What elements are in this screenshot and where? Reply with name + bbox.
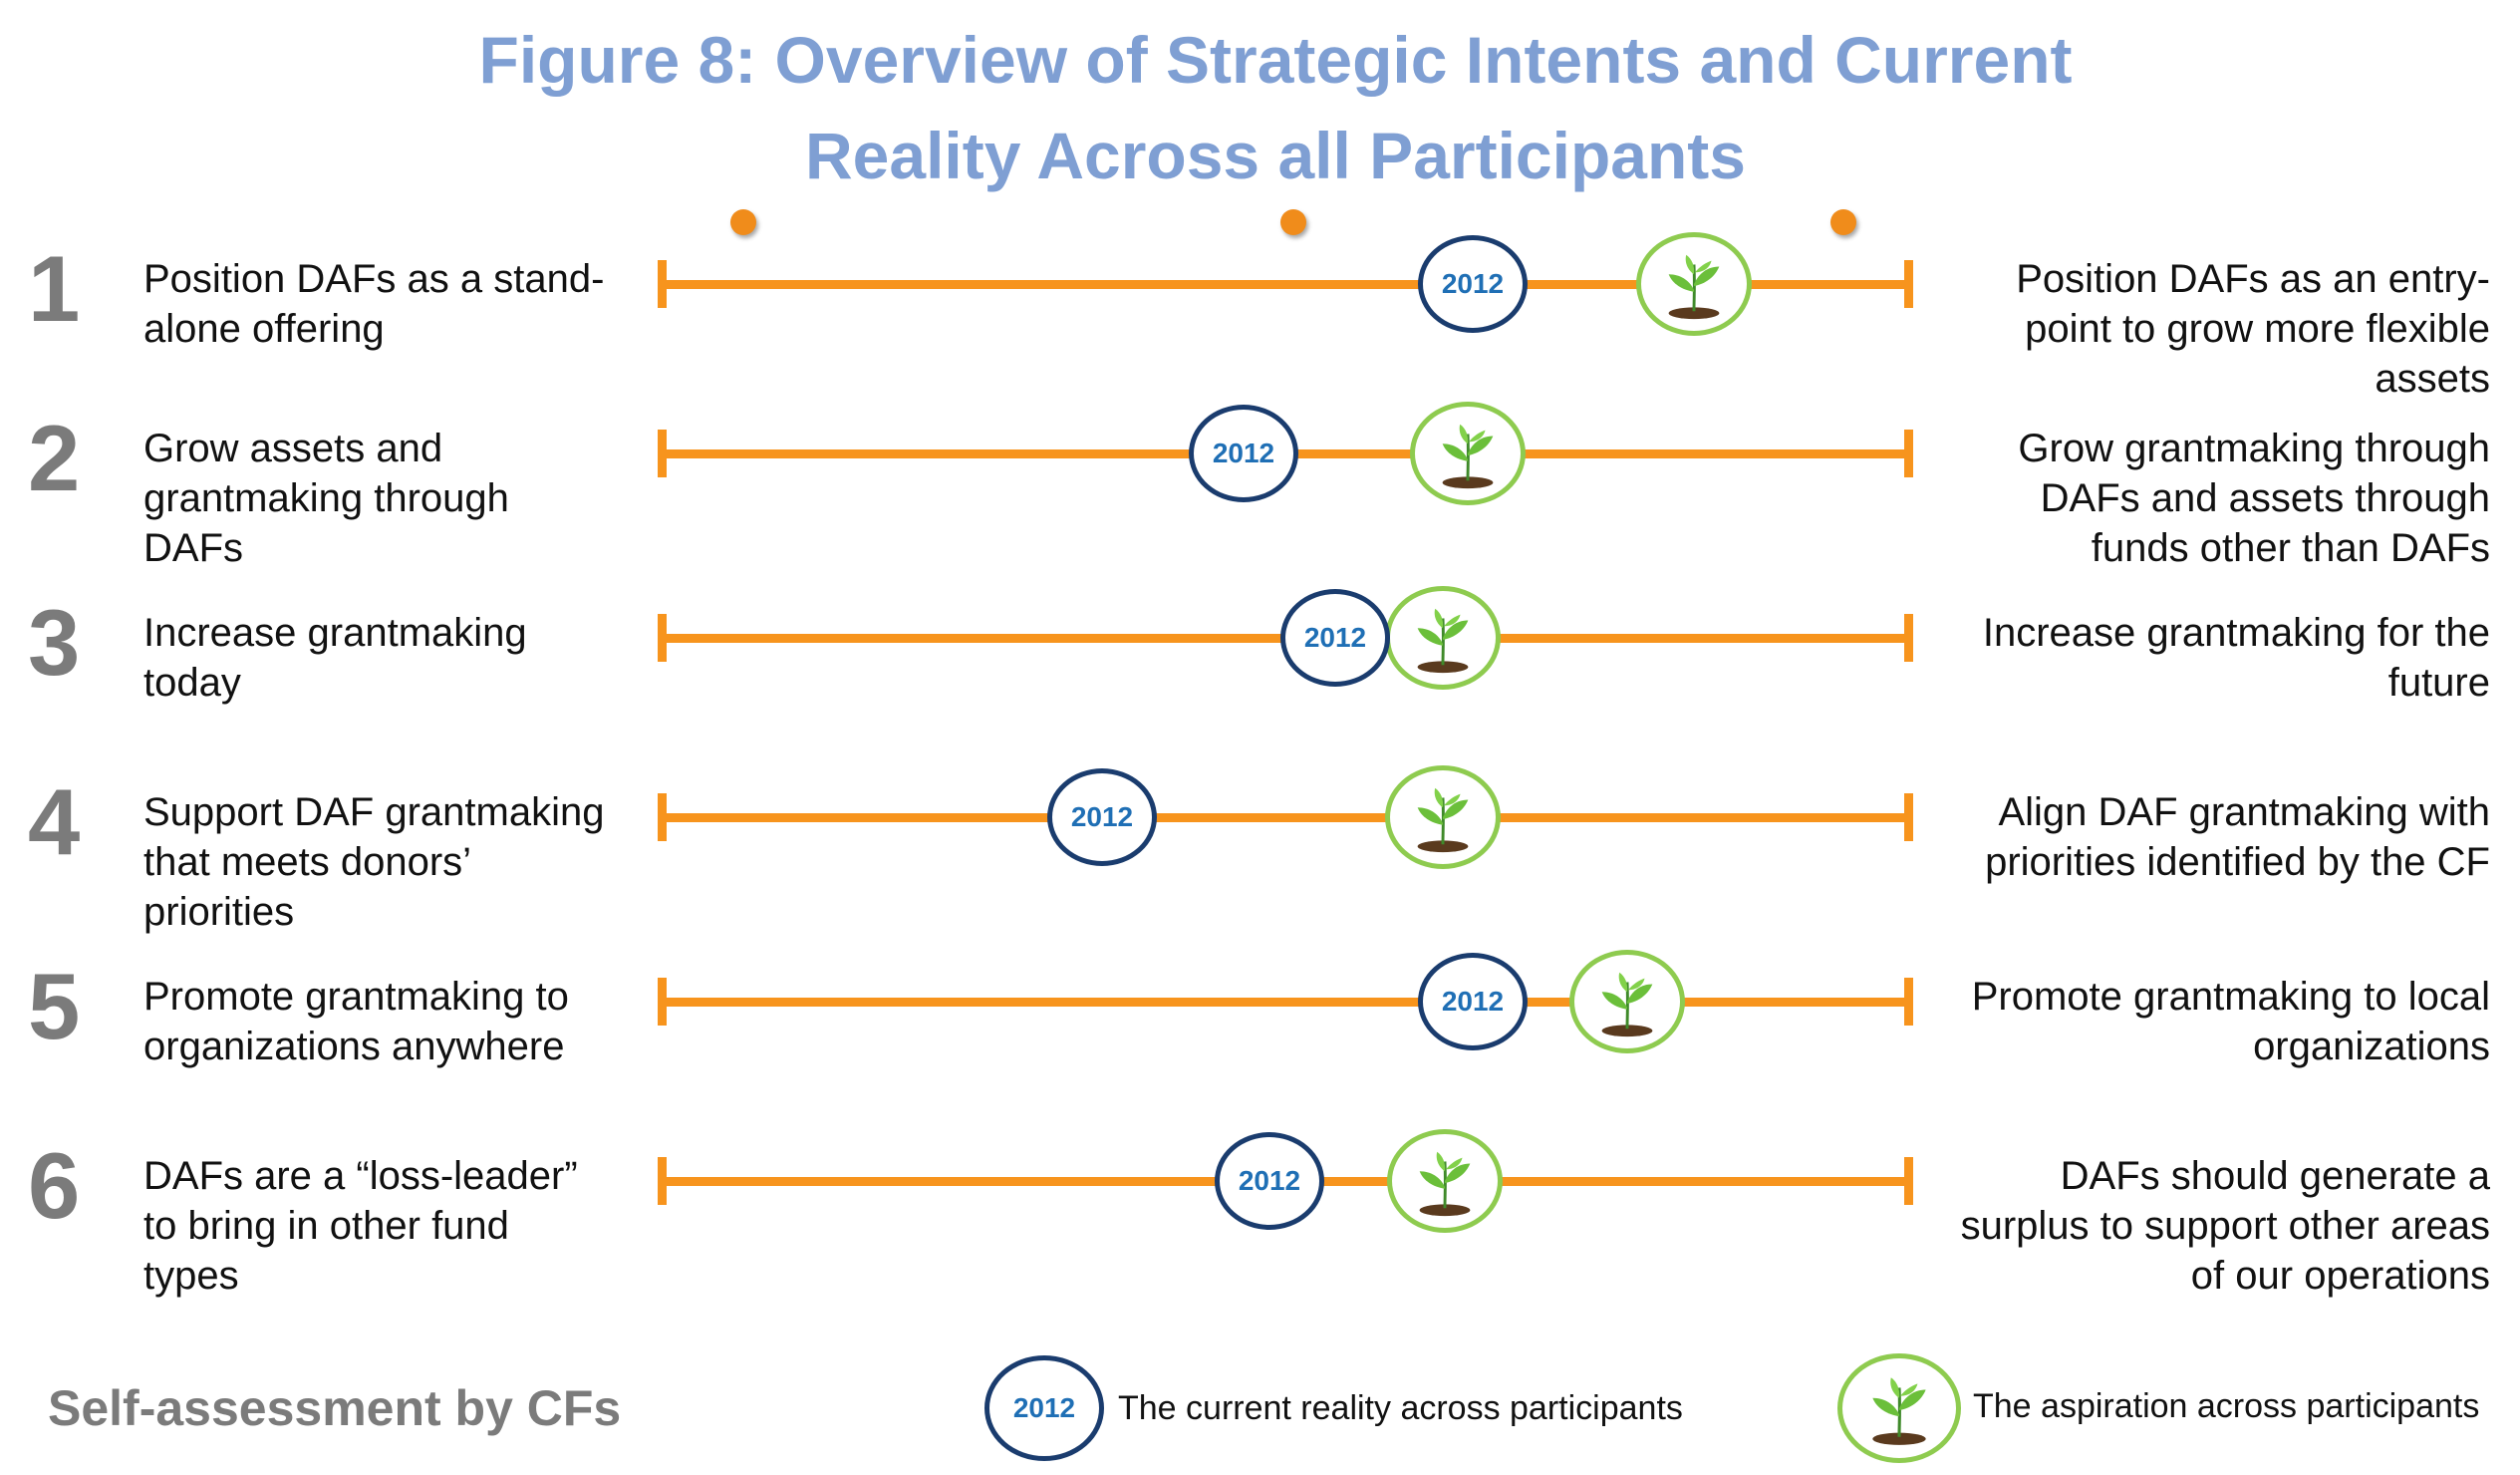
seedling-icon <box>1417 787 1469 853</box>
right-intent-line: DAFs and assets through <box>2040 476 2490 520</box>
left-intent-line: DAFs <box>143 526 243 570</box>
seedling-icon <box>1442 424 1494 489</box>
track-cap-right <box>1904 430 1913 477</box>
aspiration-marker <box>1387 1129 1503 1233</box>
right-intent-line: assets <box>2375 357 2490 401</box>
footer-note: Self-assessment by CFs <box>48 1380 622 1436</box>
left-intent: Position DAFs as a stand- alone offering <box>143 254 652 354</box>
figure-title: Figure 8: Overview of Strategic Intents … <box>0 12 2520 203</box>
right-intent-line: funds other than DAFs <box>2091 526 2490 570</box>
left-intent-line: priorities <box>143 890 295 934</box>
right-intent-line: point to grow more flexible <box>2025 307 2490 351</box>
spectrum-track: 2012 <box>658 1129 1913 1233</box>
left-intent-line: today <box>143 661 241 705</box>
left-intent-line: that meets donors’ <box>143 840 472 884</box>
track-cap-right <box>1904 614 1913 662</box>
right-intent: Grow grantmaking through DAFs and assets… <box>1932 424 2490 573</box>
left-intent-line: Increase grantmaking <box>143 611 527 655</box>
current-reality-marker: 2012 <box>1047 768 1157 866</box>
seedling-icon <box>1417 608 1469 674</box>
title-line-2: Reality Across all Participants <box>805 119 1746 192</box>
track-cap-right <box>1904 1157 1913 1205</box>
right-intent-line: priorities identified by the CF <box>1985 840 2490 884</box>
left-intent-line: Position DAFs as a stand- <box>143 257 605 301</box>
right-intent: Align DAF grantmaking with priorities id… <box>1932 787 2490 887</box>
left-intent-line: grantmaking through <box>143 476 509 520</box>
legend-current-label: The current reality across participants <box>1118 1389 1683 1427</box>
title-line-1: Figure 8: Overview of Strategic Intents … <box>478 23 2073 97</box>
spectrum-track: 2012 <box>658 765 1913 869</box>
row-number: 1 <box>28 236 81 341</box>
track-cap-right <box>1904 793 1913 841</box>
left-intent: Increase grantmaking today <box>143 608 652 708</box>
legend-current-marker: 2012 <box>984 1355 1104 1461</box>
aspiration-marker <box>1385 765 1501 869</box>
legend-aspiration-label: The aspiration across participants <box>1973 1387 2480 1425</box>
right-intent: Position DAFs as an entry- point to grow… <box>1932 254 2490 404</box>
seedling-icon <box>1872 1377 1926 1445</box>
track-cap-left <box>658 793 667 841</box>
track-cap-right <box>1904 260 1913 308</box>
scale-dot-left <box>730 209 756 235</box>
left-intent: DAFs are a “loss-leader” to bring in oth… <box>143 1151 652 1301</box>
track-cap-left <box>658 1157 667 1205</box>
right-intent-line: DAFs should generate a <box>2060 1154 2490 1198</box>
scale-dot-middle <box>1280 209 1306 235</box>
track-cap-left <box>658 614 667 662</box>
left-intent-line: Support DAF grantmaking <box>143 790 605 834</box>
scale-dot-right <box>1830 209 1856 235</box>
track-cap-left <box>658 430 667 477</box>
left-intent: Grow assets and grantmaking through DAFs <box>143 424 652 573</box>
row-number: 6 <box>28 1133 81 1238</box>
track-cap-left <box>658 978 667 1026</box>
seedling-icon <box>1419 1151 1471 1217</box>
spectrum-track: 2012 <box>658 950 1913 1053</box>
spectrum-track: 2012 <box>658 232 1913 336</box>
track-cap-left <box>658 260 667 308</box>
current-reality-marker: 2012 <box>1418 235 1528 333</box>
left-intent-line: Promote grantmaking to <box>143 975 569 1019</box>
left-intent: Promote grantmaking to organizations any… <box>143 972 652 1071</box>
left-intent-line: types <box>143 1254 239 1298</box>
right-intent-line: Position DAFs as an entry- <box>2016 257 2490 301</box>
spectrum-track: 2012 <box>658 586 1913 690</box>
aspiration-marker <box>1636 232 1752 336</box>
current-reality-marker: 2012 <box>1280 589 1390 687</box>
current-reality-marker: 2012 <box>1189 405 1298 502</box>
track-cap-right <box>1904 978 1913 1026</box>
right-intent-line: Grow grantmaking through <box>2018 427 2490 470</box>
legend-aspiration-marker <box>1837 1353 1961 1463</box>
left-intent-line: organizations anywhere <box>143 1025 565 1068</box>
aspiration-marker <box>1569 950 1685 1053</box>
left-intent: Support DAF grantmaking that meets donor… <box>143 787 652 937</box>
right-intent-line: surplus to support other areas <box>1960 1204 2490 1248</box>
right-intent: DAFs should generate a surplus to suppor… <box>1932 1151 2490 1301</box>
seedling-icon <box>1668 254 1720 320</box>
track-line <box>658 280 1913 289</box>
left-intent-line: Grow assets and <box>143 427 443 470</box>
right-intent-line: Promote grantmaking to local <box>1971 975 2490 1019</box>
right-intent: Increase grantmaking for the future <box>1932 608 2490 708</box>
current-reality-marker: 2012 <box>1215 1132 1324 1230</box>
right-intent: Promote grantmaking to local organizatio… <box>1932 972 2490 1071</box>
right-intent-line: future <box>2387 661 2490 705</box>
left-intent-line: alone offering <box>143 307 385 351</box>
row-number: 4 <box>28 769 81 874</box>
aspiration-marker <box>1385 586 1501 690</box>
left-intent-line: DAFs are a “loss-leader” <box>143 1154 578 1198</box>
aspiration-marker <box>1410 402 1526 505</box>
track-line <box>658 998 1913 1007</box>
right-intent-line: Increase grantmaking for the <box>1982 611 2490 655</box>
row-number: 2 <box>28 406 81 510</box>
spectrum-track: 2012 <box>658 402 1913 505</box>
right-intent-line: organizations <box>2253 1025 2490 1068</box>
left-intent-line: to bring in other fund <box>143 1204 509 1248</box>
right-intent-line: Align DAF grantmaking with <box>1998 790 2490 834</box>
right-intent-line: of our operations <box>2190 1254 2490 1298</box>
current-reality-marker: 2012 <box>1418 953 1528 1050</box>
seedling-icon <box>1601 972 1653 1037</box>
row-number: 5 <box>28 954 81 1058</box>
track-line <box>658 813 1913 822</box>
row-number: 3 <box>28 590 81 695</box>
